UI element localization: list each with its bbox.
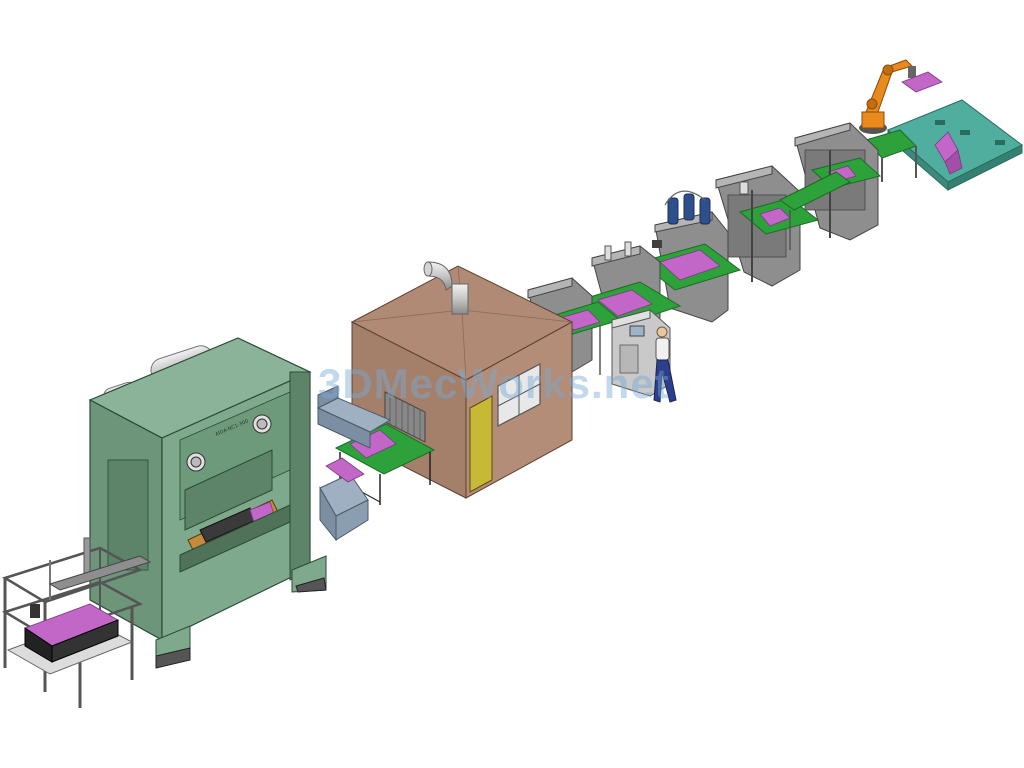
feeder-stand [1, 537, 152, 708]
cleaning-booth [350, 261, 574, 499]
transfer-conveyor-3-4 [779, 171, 851, 250]
gripped-part [901, 71, 943, 93]
robot-arm-icon [859, 59, 943, 134]
palletizing-station [859, 59, 1023, 192]
press-machine: AIDA-NC1-300 [88, 337, 327, 669]
booth-vent-grille [384, 391, 426, 443]
person-icon [653, 326, 677, 403]
press-discharge-table [316, 385, 392, 542]
watermark: 3DMecWorks.net [318, 360, 670, 407]
forming-station-2 [638, 190, 742, 323]
booth-door [469, 395, 493, 493]
hydraulic-cylinders [664, 190, 711, 225]
exhaust-duct [423, 261, 469, 315]
press-slide [184, 449, 273, 531]
